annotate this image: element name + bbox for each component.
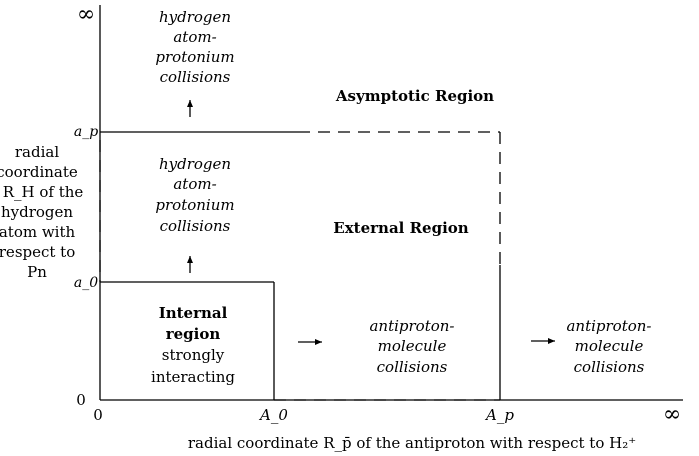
- hydrogen-collisions-middle-label: hydrogen atom- protonium collisions: [155, 155, 234, 235]
- y-tick-infinity: ∞: [77, 2, 95, 27]
- y-label-line-6: respect to: [0, 243, 75, 261]
- y-label-line-4: hydrogen: [1, 203, 73, 221]
- y-tick-zero: 0: [76, 391, 86, 409]
- external-region-label: External Region: [333, 219, 468, 237]
- y-tick-a0: a_0: [74, 275, 98, 291]
- y-label-line-3: R_H of the: [3, 183, 84, 201]
- hydrogen-top-line-2: atom-: [173, 28, 216, 46]
- hydrogen-top-line-4: collisions: [160, 68, 231, 86]
- antiproton-collisions-asymptotic-label: antiproton- molecule collisions: [566, 317, 651, 376]
- internal-region-label: Internal region strongly interacting: [151, 304, 235, 386]
- hydrogen-mid-line-4: collisions: [160, 217, 231, 235]
- asymptotic-region-label: Asymptotic Region: [335, 87, 494, 105]
- antiproton-asym-line-2: molecule: [575, 337, 644, 355]
- antiproton-ext-line-1: antiproton-: [369, 317, 454, 335]
- y-label-line-5: atom with: [0, 223, 75, 241]
- hydrogen-mid-line-2: atom-: [173, 175, 216, 193]
- internal-label-line-2: region: [166, 325, 221, 343]
- antiproton-asym-line-1: antiproton-: [566, 317, 651, 335]
- x-tick-Ap: A_p: [484, 406, 514, 424]
- internal-label-line-3: strongly: [162, 346, 225, 364]
- hydrogen-top-line-1: hydrogen: [159, 8, 231, 26]
- x-tick-infinity: ∞: [663, 402, 681, 427]
- internal-label-line-1: Internal: [159, 304, 228, 322]
- y-label-line-1: radial: [15, 143, 59, 161]
- hydrogen-mid-line-1: hydrogen: [159, 155, 231, 173]
- y-tick-ap: a_p: [74, 124, 98, 140]
- hydrogen-mid-line-3: protonium: [155, 196, 234, 214]
- hydrogen-top-line-3: protonium: [155, 48, 234, 66]
- x-tick-zero: 0: [93, 406, 103, 424]
- x-tick-A0: A_0: [258, 406, 288, 424]
- y-label-line-2: coordinate: [0, 163, 78, 181]
- y-label-line-7: Pn: [27, 263, 47, 281]
- antiproton-collisions-external-label: antiproton- molecule collisions: [369, 317, 454, 376]
- y-axis-label: radial coordinate R_H of the hydrogen at…: [0, 143, 83, 281]
- x-axis-label: radial coordinate R_p̄ of the antiproton…: [188, 434, 636, 452]
- antiproton-asym-line-3: collisions: [574, 358, 645, 376]
- internal-label-line-4: interacting: [151, 368, 235, 386]
- antiproton-ext-line-3: collisions: [377, 358, 448, 376]
- antiproton-ext-line-2: molecule: [378, 337, 447, 355]
- hydrogen-collisions-top-label: hydrogen atom- protonium collisions: [155, 8, 234, 86]
